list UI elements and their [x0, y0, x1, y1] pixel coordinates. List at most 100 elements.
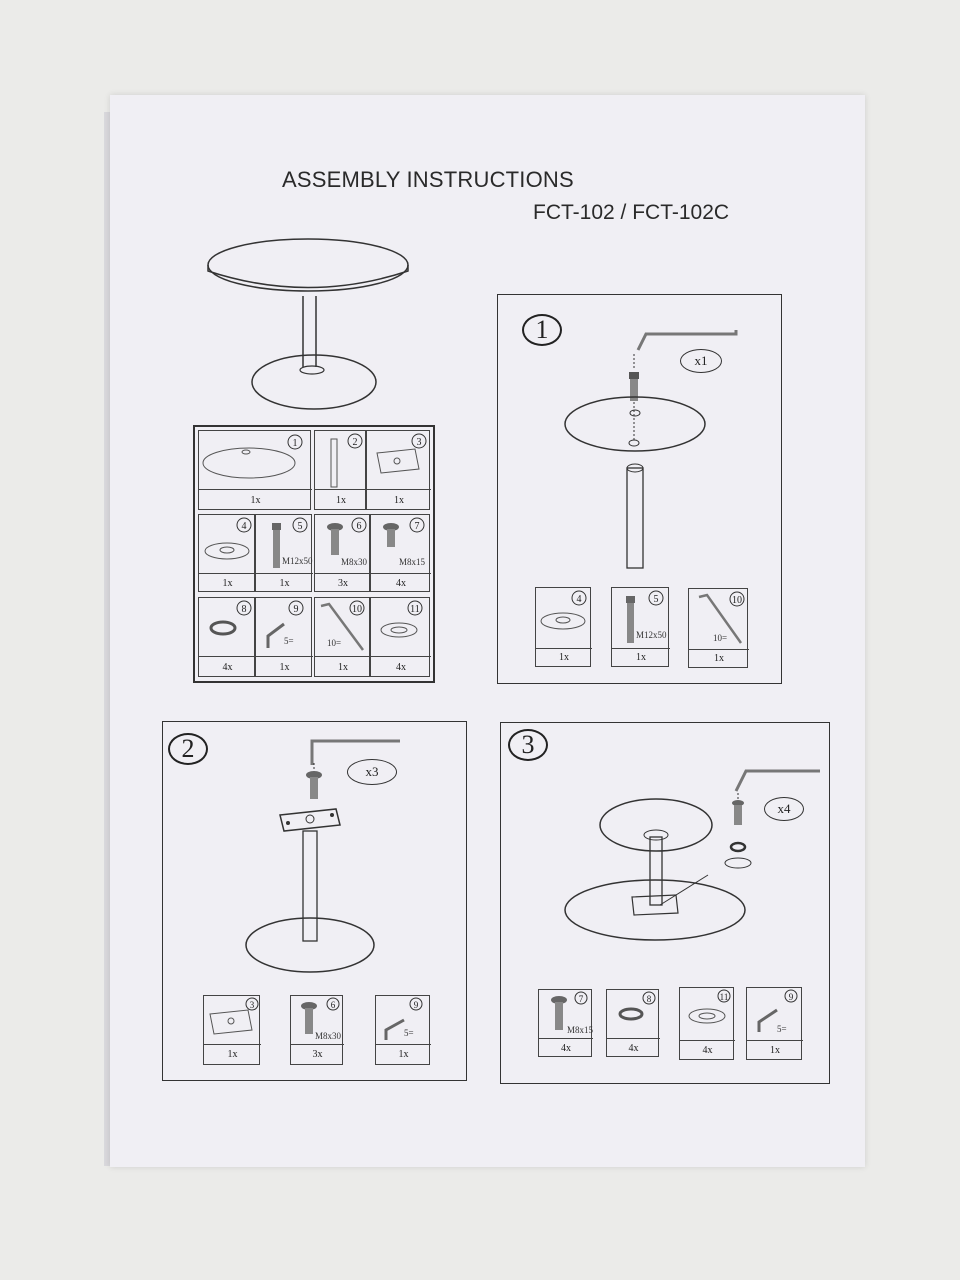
part-qty: 1x	[227, 1049, 238, 1060]
part-spec: 5=	[777, 1024, 787, 1034]
quantity-callout: x1	[680, 349, 722, 373]
part-spec: M8x15	[567, 1025, 594, 1035]
step-3-illustration	[564, 769, 820, 941]
parts-list	[193, 425, 435, 683]
step-1-illustration	[564, 330, 738, 569]
part-qty: 1x	[770, 1045, 780, 1056]
quantity-callout: x3	[347, 759, 397, 785]
part-qty: 1x	[338, 662, 348, 673]
part-qty: 3x	[312, 1049, 323, 1060]
part-number: 2	[353, 437, 358, 448]
part-qty: 4x	[222, 662, 233, 673]
part-qty: 1x	[714, 653, 724, 664]
part-cell-4: 4 1x	[198, 514, 256, 592]
part-cell-1: 1 1x	[198, 430, 312, 510]
part-number: 7	[579, 994, 584, 1004]
part-number: 4	[242, 521, 247, 532]
step-2-item: 3 1x	[203, 995, 261, 1065]
bolt-m8x15-icon: 7	[383, 517, 425, 547]
part-number: 11	[410, 604, 420, 615]
part-cell-3: 3 1x	[366, 430, 431, 510]
part-number: 8	[647, 994, 652, 1004]
allen-key-5-icon: 9	[757, 989, 798, 1032]
instruction-sheet	[110, 95, 865, 1167]
part-spec: M8x30	[315, 1031, 342, 1041]
part-number: 6	[357, 521, 362, 532]
part-number: 8	[242, 604, 247, 615]
table-top-part-icon: 1	[202, 434, 303, 479]
spring-washer-icon: 8	[618, 991, 656, 1021]
part-number: 5	[654, 594, 659, 605]
part-number: 9	[789, 992, 794, 1002]
part-qty: 1x	[336, 495, 346, 506]
model-number: FCT-102 / FCT-102C	[533, 201, 730, 224]
table-overview-illustration	[207, 238, 409, 410]
part-spec: M12x50	[636, 630, 667, 640]
part-qty: 4x	[396, 578, 406, 589]
step-2-item: 6 M8x30 3x	[290, 995, 344, 1065]
part-number: 3	[250, 1000, 255, 1010]
step-3-item: 11 4x	[679, 987, 735, 1060]
part-qty: 1x	[250, 495, 261, 506]
part-qty: 1x	[394, 495, 404, 506]
part-qty: 4x	[561, 1043, 571, 1054]
step-1-item: 5 M12x50 1x	[611, 587, 670, 667]
document-title: ASSEMBLY INSTRUCTIONS	[282, 167, 574, 192]
part-number: 10	[732, 595, 742, 606]
part-cell-8: 8 4x	[198, 597, 256, 677]
step-3-item: 8 4x	[606, 989, 660, 1057]
part-number: 7	[415, 521, 420, 532]
part-cell-6: 6 M8x30 3x	[314, 514, 371, 592]
part-spec: M8x15	[399, 557, 426, 567]
part-qty: 1x	[279, 578, 290, 589]
part-cell-10: 10 10= 1x	[314, 597, 371, 677]
part-qty: 1x	[279, 662, 290, 673]
step-3-panel	[500, 722, 830, 1084]
part-spec: M12x50	[282, 556, 313, 566]
part-spec: 5=	[284, 636, 294, 646]
step-number: 1	[522, 314, 562, 346]
allen-key-5-icon: 9	[384, 997, 423, 1040]
part-qty: 4x	[702, 1045, 713, 1056]
step-number: 3	[508, 729, 548, 761]
bolt-m12-icon: 5	[272, 517, 308, 568]
step-2-illustration	[245, 739, 400, 973]
step-1-item: 4 1x	[535, 587, 592, 667]
part-number: 4	[577, 594, 582, 605]
allen-key-5-icon: 9	[266, 600, 304, 648]
allen-key-10-icon: 10	[698, 591, 745, 644]
bolt-m8x30-icon: 6	[301, 997, 340, 1034]
part-qty: 3x	[338, 578, 348, 589]
step-number: 2	[168, 733, 208, 765]
mounting-plate-icon: 3	[209, 997, 259, 1035]
step-2-item: 9 5= 1x	[375, 995, 431, 1065]
part-number: 11	[720, 992, 729, 1002]
part-number: 1	[293, 438, 298, 449]
part-cell-11: 11 4x	[370, 597, 431, 677]
part-qty: 1x	[636, 652, 646, 663]
flat-washer-icon: 11	[380, 600, 423, 638]
bolt-m8x15-icon: 7	[551, 991, 588, 1030]
bolt-m8x30-icon: 6	[327, 517, 367, 555]
quantity-callout: x4	[764, 797, 804, 821]
part-number: 6	[331, 1000, 336, 1010]
part-spec: 10=	[713, 633, 728, 643]
part-cell-5: 5 M12x50 1x	[255, 514, 313, 592]
part-spec: 5=	[404, 1028, 414, 1038]
part-qty: 4x	[628, 1043, 639, 1054]
base-washer-icon: 4	[540, 590, 587, 630]
mounting-plate-icon: 3	[376, 433, 427, 474]
step-1-item: 10 10= 1x	[688, 588, 749, 668]
part-cell-7: 7 M8x15 4x	[370, 514, 431, 592]
step-3-item: 7 M8x15 4x	[538, 989, 594, 1057]
bolt-m12-icon: 5	[626, 590, 664, 643]
step-2-panel	[162, 721, 467, 1081]
part-cell-2: 2 1x	[314, 430, 367, 510]
part-number: 9	[294, 604, 299, 615]
part-number: 5	[298, 521, 303, 532]
allen-key-10-icon: 10	[320, 600, 365, 651]
part-number: 3	[417, 437, 422, 448]
part-number: 10	[352, 604, 362, 615]
part-cell-9: 9 5= 1x	[255, 597, 313, 677]
step-3-item: 9 5= 1x	[746, 987, 803, 1060]
